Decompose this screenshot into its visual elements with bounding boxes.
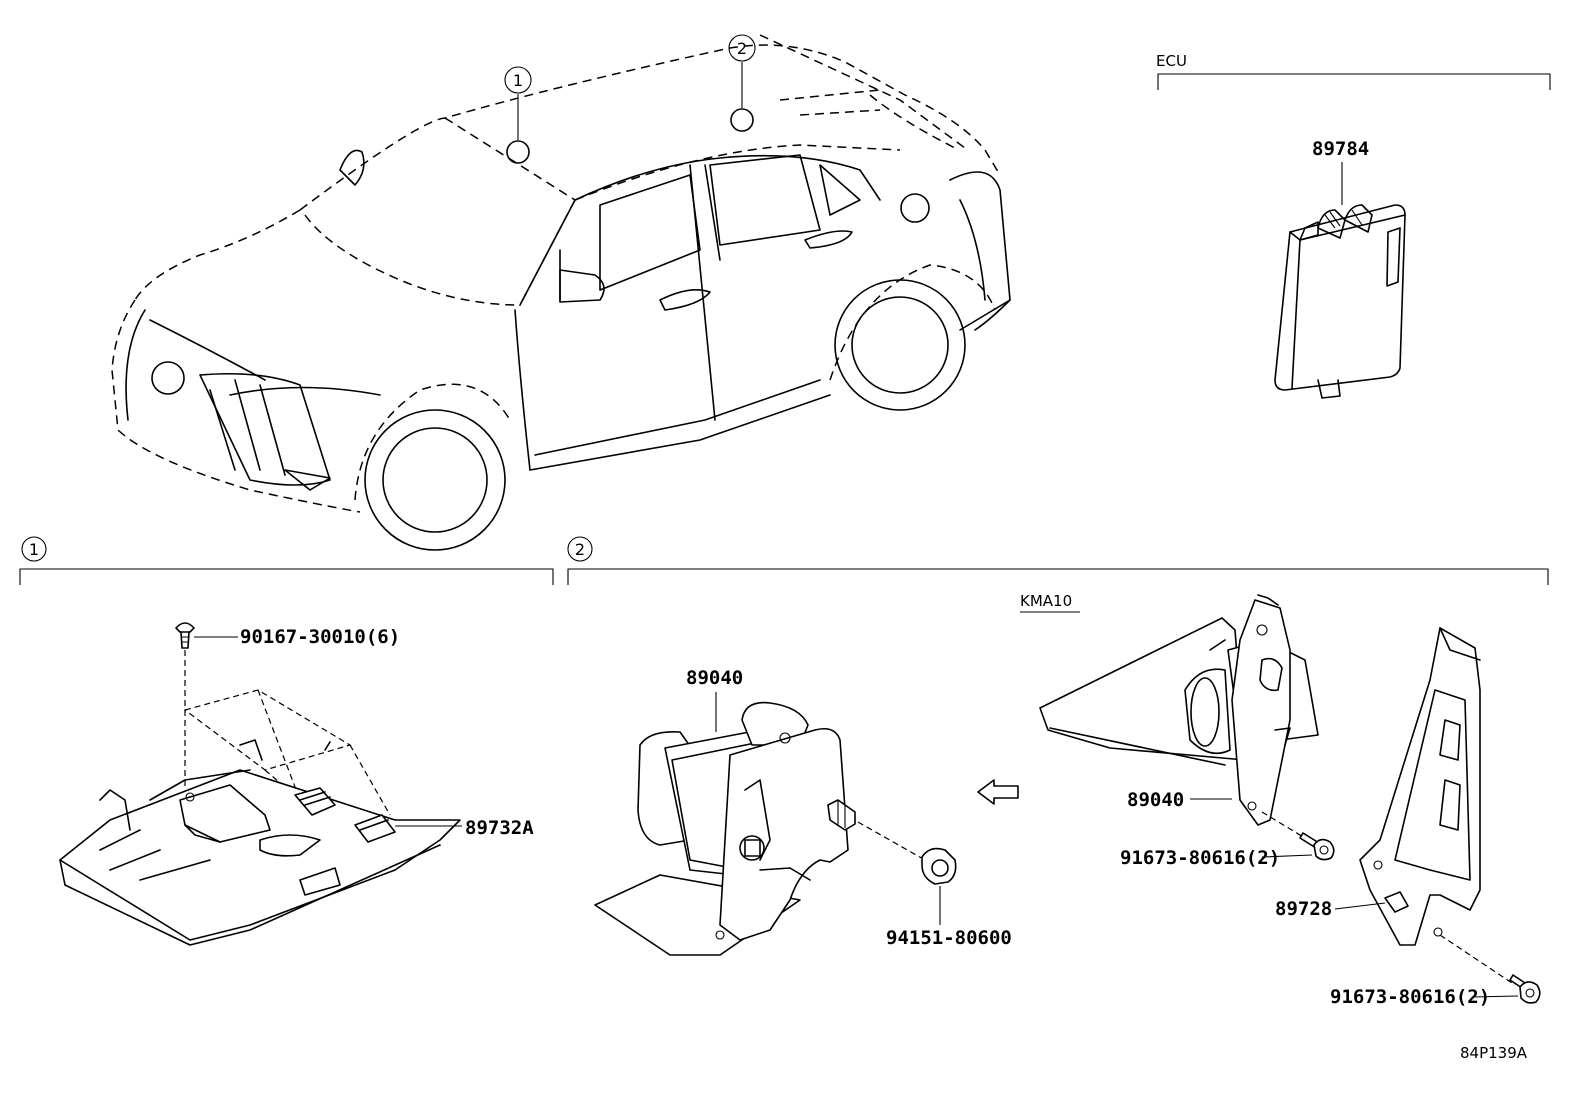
diagram-code: 84P139A (1460, 1044, 1528, 1062)
section-2-header: 2 (567, 536, 1549, 585)
radar-sensor-main-label: 89040 (686, 667, 743, 689)
radar-sensor-main-drawing (594, 701, 926, 956)
radar-sensor-kma10-drawing (1039, 594, 1319, 839)
nut-part-label: 94151-80600 (886, 927, 1012, 949)
ecu-title: ECU (1156, 52, 1187, 70)
bolt-a-part-label: 91673-80616(2) (1120, 847, 1280, 869)
ecu-module-drawing (1274, 204, 1406, 399)
overhead-console-drawing (59, 689, 461, 946)
bolt-b-drawing (1509, 974, 1541, 1004)
radar-sensor-kma10-label: 89040 (1127, 789, 1184, 811)
bracket-drawing (1359, 627, 1516, 986)
svg-text:1: 1 (29, 540, 39, 559)
nut-drawing (921, 847, 957, 885)
kma10-variant-label: KMA10 (1020, 592, 1072, 610)
section-1-header: 1 (19, 536, 554, 585)
svg-text:2: 2 (575, 540, 585, 559)
bolt-a-drawing (1299, 832, 1335, 861)
vehicle-illustration (111, 34, 1011, 551)
bolt-b-part-label: 91673-80616(2) (1330, 986, 1490, 1008)
bolt-b-leader-line (1471, 995, 1519, 998)
svg-text:1: 1 (513, 71, 523, 90)
hollow-left-arrow-icon (977, 779, 1019, 805)
vehicle-callout-2: 2 (728, 34, 756, 62)
bracket-leader-line (1334, 902, 1386, 910)
vehicle-callout-1: 1 (504, 66, 532, 94)
bolt-a-leader-line (1261, 854, 1313, 858)
svg-text:2: 2 (737, 39, 747, 58)
ecu-group-bracket (1157, 73, 1551, 90)
screw-drawing (175, 622, 195, 790)
ecu-part-label: 89784 (1312, 138, 1369, 160)
overhead-part-label: 89732A (465, 817, 534, 839)
bracket-part-label: 89728 (1275, 898, 1332, 920)
screw-part-label: 90167-30010(6) (240, 626, 400, 648)
